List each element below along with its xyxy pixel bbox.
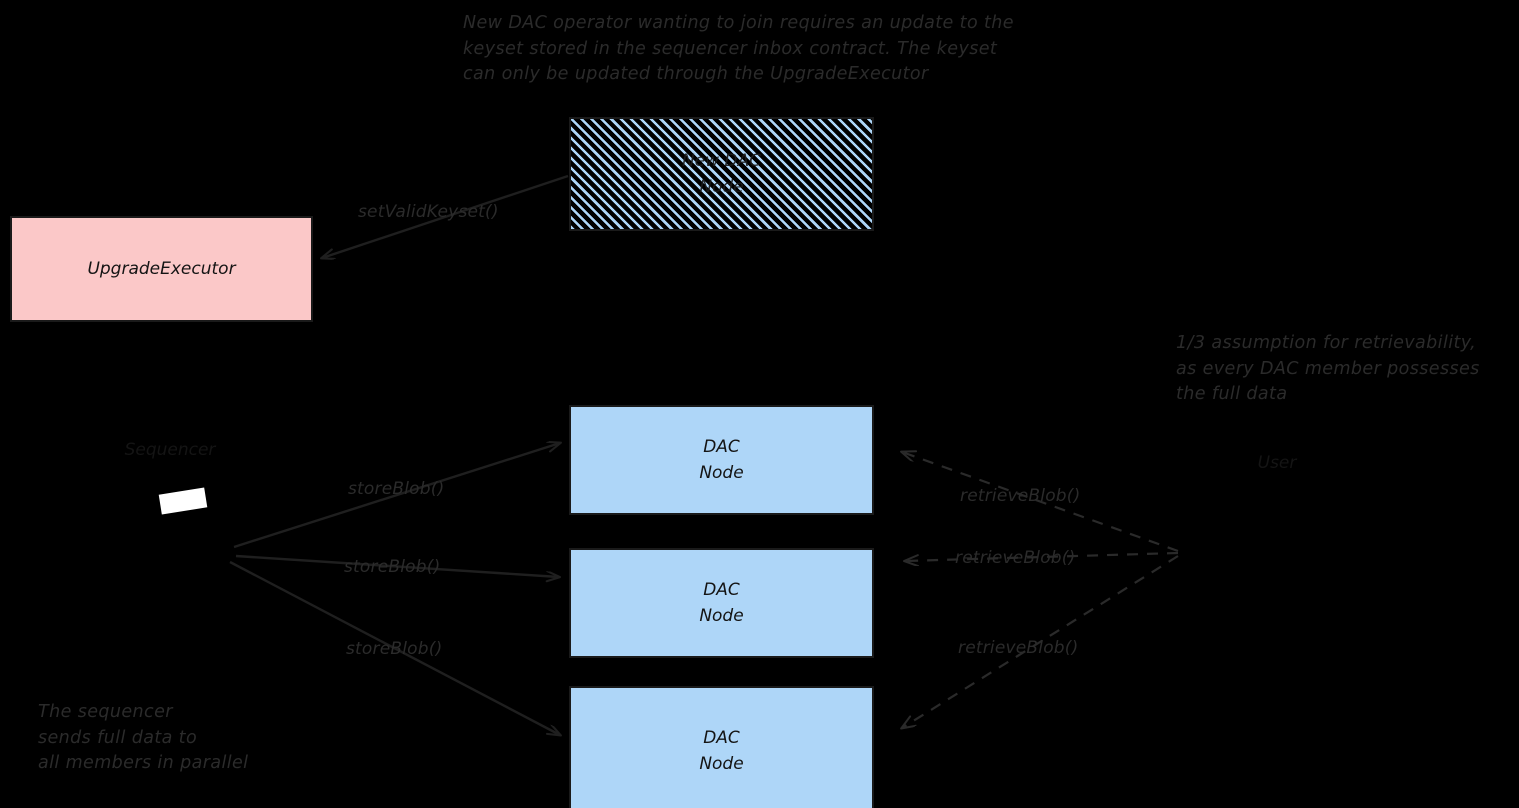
edge-label-retrieve-blob-3: retrieveBlob(): [958, 638, 1079, 658]
node-dac-node-2-label: DAC Node: [699, 580, 744, 626]
node-dac-node-1[interactable]: DAC Node: [569, 405, 874, 515]
node-upgrade-executor[interactable]: UpgradeExecutor: [10, 216, 313, 322]
edge-label-store-blob-3: storeBlob(): [346, 639, 443, 659]
connector-retrieve-blob-2: [905, 551, 1179, 561]
node-dac-node-3-label: DAC Node: [699, 728, 744, 774]
node-dac-node-1-label: DAC Node: [699, 437, 744, 483]
connector-retrieve-blob-1: [902, 452, 1179, 553]
edge-label-store-blob-1: storeBlob(): [348, 479, 445, 499]
node-user-label: User: [1257, 453, 1297, 473]
connector-store-blob-2: [235, 554, 559, 577]
node-dac-node-2[interactable]: DAC Node: [569, 548, 874, 658]
node-upgrade-executor-label: UpgradeExecutor: [87, 259, 236, 279]
node-new-dac-node-label: New DAC Node: [681, 151, 762, 197]
note-keyset-update: New DAC operator wanting to join require…: [463, 13, 1014, 84]
edge-label-retrieve-blob-1: retrieveBlob(): [960, 486, 1081, 506]
connector-retrieve-blob-3: [902, 555, 1179, 728]
node-dac-node-3[interactable]: DAC Node: [569, 686, 874, 808]
edge-label-set-valid-keyset: setValidKeyset(): [358, 202, 499, 222]
connector-store-blob-3: [229, 560, 560, 735]
connector-set-valid-keyset: [322, 174, 569, 258]
node-new-dac-node[interactable]: New DAC Node: [569, 117, 874, 231]
edge-label-store-blob-2: storeBlob(): [344, 557, 441, 577]
edge-label-retrieve-blob-2: retrieveBlob(): [955, 548, 1076, 568]
node-sequencer-label: Sequencer: [124, 440, 216, 460]
connector-store-blob-1: [233, 443, 560, 549]
note-retrievability-assumption: 1/3 assumption for retrievability, as ev…: [1176, 333, 1480, 404]
note-sequencer-parallel-send: The sequencer sends full data to all mem…: [38, 702, 249, 773]
